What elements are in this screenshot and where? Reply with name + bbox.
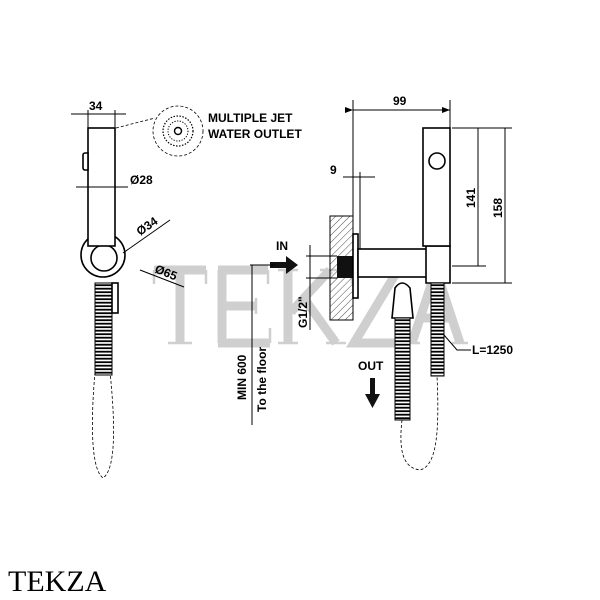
dim-projection: 99 — [393, 94, 407, 108]
hose-left — [94, 282, 113, 376]
hose-handset — [430, 282, 445, 377]
handset-side — [422, 127, 451, 247]
arrow-right-icon — [270, 256, 298, 274]
outlet-face-icon — [428, 152, 446, 170]
arrow-down-icon — [365, 378, 380, 408]
holder-side — [425, 245, 451, 284]
outlet-label-1: MULTIPLE JET — [208, 111, 293, 125]
outlet-flow-label: OUT — [358, 359, 384, 373]
watermark — [152, 255, 468, 348]
hose-connector — [391, 282, 414, 319]
dim-hose-length: L=1250 — [472, 343, 513, 357]
dim-flange: 9 — [330, 163, 337, 177]
button-icon — [82, 152, 89, 171]
front-view: 34 Ø28 Ø34 Ø65 MULTIPLE JET WATER OUTLET — [71, 99, 302, 479]
arm — [357, 248, 429, 278]
dim-total-height: 158 — [491, 198, 505, 218]
side-view: 99 9 141 158 G1/2" IN MIN 600 To the flo… — [235, 94, 513, 471]
outlet-label-2: WATER OUTLET — [208, 127, 302, 141]
hose-nut — [111, 282, 119, 314]
dim-thread: G1/2" — [296, 296, 310, 328]
dim-handset-width: 34 — [89, 99, 103, 113]
dim-min-height-note: To the floor — [255, 347, 269, 412]
holder — [90, 244, 118, 272]
hose-loop-left — [92, 371, 114, 479]
dim-holder-height: 141 — [464, 188, 478, 208]
inlet-label: IN — [276, 239, 288, 253]
dim-min-height: MIN 600 — [235, 354, 249, 400]
hose-out — [394, 317, 411, 421]
outlet-detail — [152, 105, 204, 157]
brand-logo: TEKZA — [8, 565, 107, 598]
inlet-fitting — [337, 256, 353, 278]
dim-holder-diameter: Ø34 — [134, 214, 161, 239]
jet-nozzles-icon — [162, 115, 194, 147]
dim-handset-diameter: Ø28 — [130, 173, 153, 187]
